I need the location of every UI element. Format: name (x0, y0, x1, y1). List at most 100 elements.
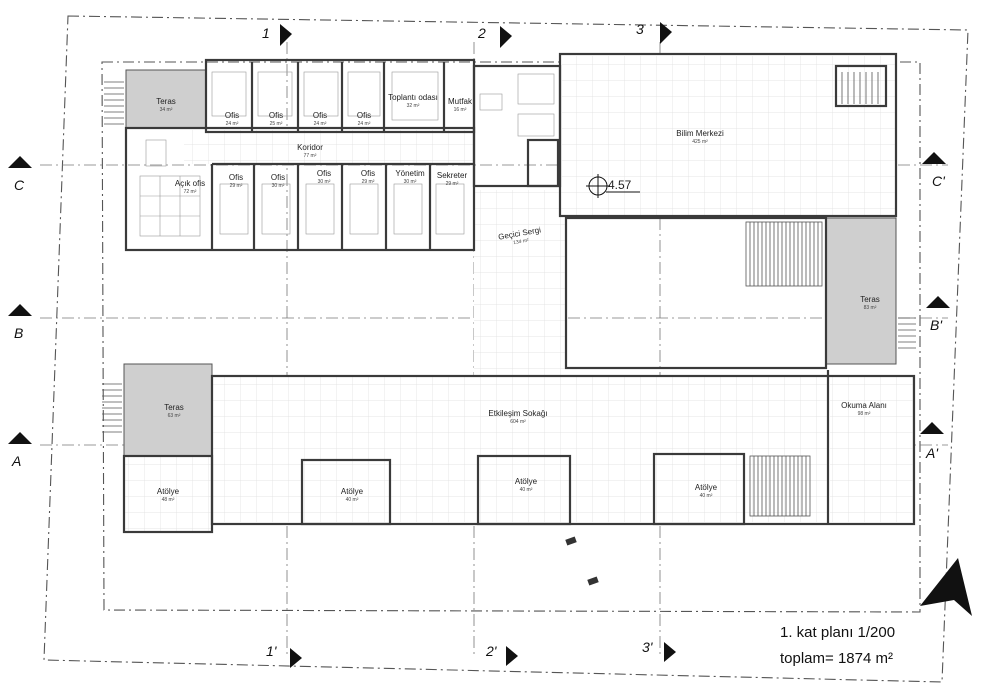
svg-text:48 m²: 48 m² (162, 497, 175, 503)
furniture (139, 71, 555, 237)
axis-top-3: 3 (636, 21, 644, 37)
svg-text:32 m²: 32 m² (407, 103, 420, 109)
svg-text:Açık ofis: Açık ofis (175, 179, 205, 188)
svg-text:24 m²: 24 m² (358, 121, 371, 127)
plan-total-area: toplam= 1874 m² (780, 650, 893, 667)
svg-text:Teras: Teras (156, 97, 176, 106)
svg-text:98 m²: 98 m² (858, 411, 871, 417)
svg-text:604 m²: 604 m² (510, 419, 526, 425)
svg-text:Atölye: Atölye (695, 483, 718, 492)
svg-text:Toplantı odası: Toplantı odası (388, 93, 438, 102)
svg-text:Koridor: Koridor (297, 143, 323, 152)
svg-text:Okuma Alanı: Okuma Alanı (841, 401, 887, 410)
axis-left-c: C (14, 177, 25, 193)
axis-right-c: C' (932, 173, 946, 189)
plan-caption: 1. kat planı 1/200 toplam= 1874 m² (780, 620, 895, 672)
svg-text:134 m²: 134 m² (513, 238, 530, 247)
svg-text:Teras: Teras (164, 403, 184, 412)
svg-text:24 m²: 24 m² (314, 121, 327, 127)
plan-title: 1. kat planı 1/200 (780, 624, 896, 641)
axis-right-a: A' (925, 445, 939, 461)
svg-text:Ofis: Ofis (361, 169, 375, 178)
svg-text:Ofis: Ofis (229, 173, 243, 182)
svg-text:30 m²: 30 m² (318, 179, 331, 185)
svg-text:Etkileşim Sokağı: Etkileşim Sokağı (488, 409, 547, 418)
svg-text:Mutfak: Mutfak (448, 97, 473, 106)
svg-text:77 m²: 77 m² (304, 153, 317, 159)
svg-text:29 m²: 29 m² (446, 181, 459, 187)
svg-text:Atölye: Atölye (157, 487, 180, 496)
svg-text:34 m²: 34 m² (160, 107, 173, 113)
svg-text:30 m²: 30 m² (404, 179, 417, 185)
elevation-marker: 4.57 (586, 174, 640, 198)
svg-text:40 m²: 40 m² (520, 487, 533, 493)
axis-bottom-1: 1' (266, 643, 278, 659)
svg-text:425 m²: 425 m² (692, 139, 708, 145)
svg-text:Bilim Merkezi: Bilim Merkezi (676, 129, 724, 138)
floor-tiling (124, 56, 914, 532)
svg-text:24 m²: 24 m² (226, 121, 239, 127)
svg-text:Ofis: Ofis (269, 111, 283, 120)
walls (122, 52, 916, 534)
svg-text:29 m²: 29 m² (230, 183, 243, 189)
axis-top-2: 2 (477, 25, 486, 41)
svg-text:29 m²: 29 m² (362, 179, 375, 185)
axis-bottom-2: 2' (485, 643, 498, 659)
svg-text:Sekreter: Sekreter (437, 171, 468, 180)
elevation-label: 4.57 (608, 178, 632, 192)
stairs (102, 72, 916, 517)
axis-left-b: B (14, 325, 23, 341)
svg-text:40 m²: 40 m² (346, 497, 359, 503)
north-arrow-icon (920, 558, 972, 616)
svg-text:63 m²: 63 m² (168, 413, 181, 419)
svg-text:83 m²: 83 m² (864, 305, 877, 311)
svg-text:Teras: Teras (860, 295, 880, 304)
axis-markers: 1 2 3 1' 2' 3' C B A C' B' A' (8, 21, 950, 668)
svg-text:40 m²: 40 m² (700, 493, 713, 499)
svg-text:25 m²: 25 m² (270, 121, 283, 127)
axis-top-1: 1 (262, 25, 270, 41)
svg-text:Ofis: Ofis (357, 111, 371, 120)
svg-text:Yönetim: Yönetim (395, 169, 425, 178)
svg-text:Ofis: Ofis (317, 169, 331, 178)
svg-text:16 m²: 16 m² (454, 107, 467, 113)
axis-left-a: A (11, 453, 21, 469)
site-figures-icon (565, 536, 599, 586)
svg-text:30 m²: 30 m² (272, 183, 285, 189)
svg-text:Ofis: Ofis (225, 111, 239, 120)
svg-text:Atölye: Atölye (341, 487, 364, 496)
svg-text:Ofis: Ofis (313, 111, 327, 120)
svg-text:72 m²: 72 m² (184, 189, 197, 195)
svg-text:Ofis: Ofis (271, 173, 285, 182)
terrace-fills (123, 69, 897, 457)
site-boundary (43, 15, 969, 683)
svg-text:Atölye: Atölye (515, 477, 538, 486)
axis-right-b: B' (930, 317, 943, 333)
axis-bottom-3: 3' (642, 639, 654, 655)
